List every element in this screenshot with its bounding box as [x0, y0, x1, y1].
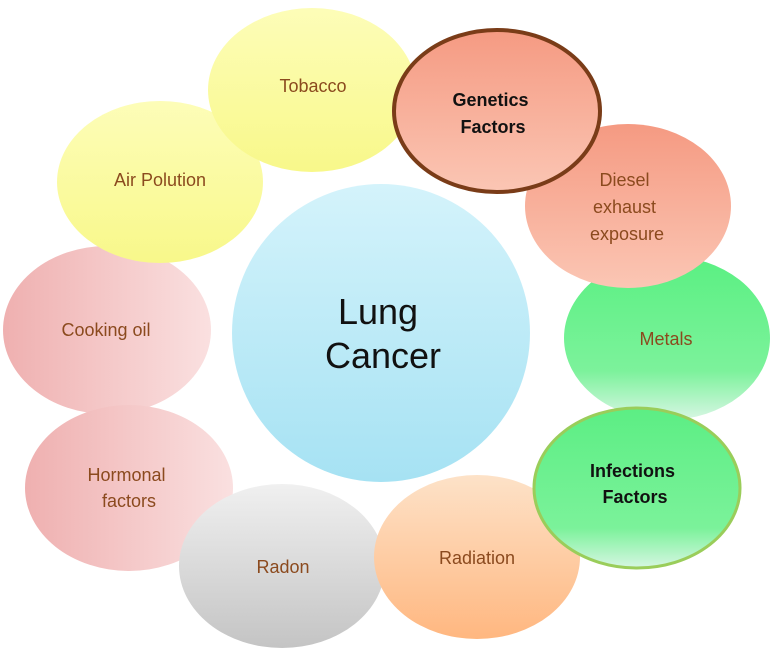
- hormonal-factors-label: Hormonal factors: [87, 465, 170, 511]
- tobacco-label: Tobacco: [279, 76, 346, 96]
- infections-factors-circle: [532, 406, 742, 570]
- metals-label: Metals: [639, 329, 692, 349]
- center-label: Lung Cancer: [325, 291, 441, 376]
- cooking-oil-label: Cooking oil: [61, 320, 150, 340]
- center-label-line2: Cancer: [325, 335, 441, 376]
- center-label-line1: Lung: [338, 291, 418, 332]
- air-pollution-label: Air Polution: [114, 170, 206, 190]
- lung-cancer-circle: [232, 184, 530, 482]
- tobacco-circle: [208, 8, 416, 172]
- cooking-oil-circle: [3, 246, 211, 414]
- diesel-exhaust-label: Diesel exhaust exposure: [590, 170, 664, 244]
- infections-factors-label: Infections Factors: [590, 461, 680, 507]
- radon-label: Radon: [256, 557, 309, 577]
- air-pollution-circle: [57, 101, 263, 263]
- radiation-label: Radiation: [439, 548, 515, 568]
- genetics-factors-label: Genetics Factors: [452, 90, 533, 137]
- metals-circle: [564, 256, 770, 420]
- hormonal-factors-circle: [25, 405, 233, 571]
- genetics-factors-circle: [392, 28, 602, 194]
- radon-circle: [179, 484, 385, 648]
- radiation-circle: [374, 475, 580, 639]
